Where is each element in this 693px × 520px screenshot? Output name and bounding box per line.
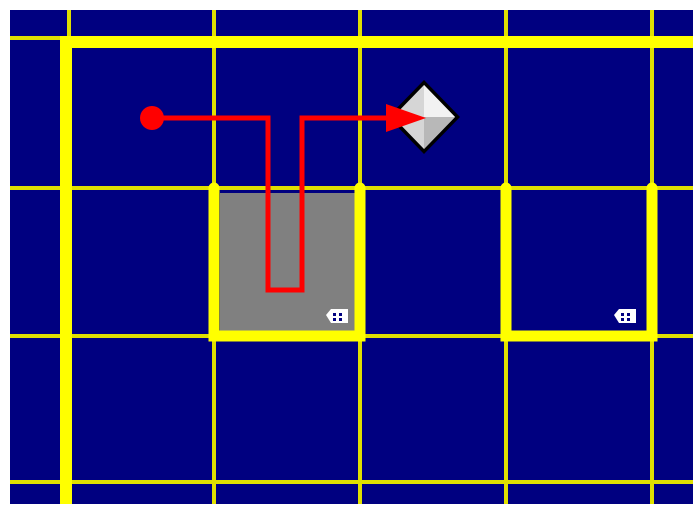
red-dot-icon [140,106,164,130]
